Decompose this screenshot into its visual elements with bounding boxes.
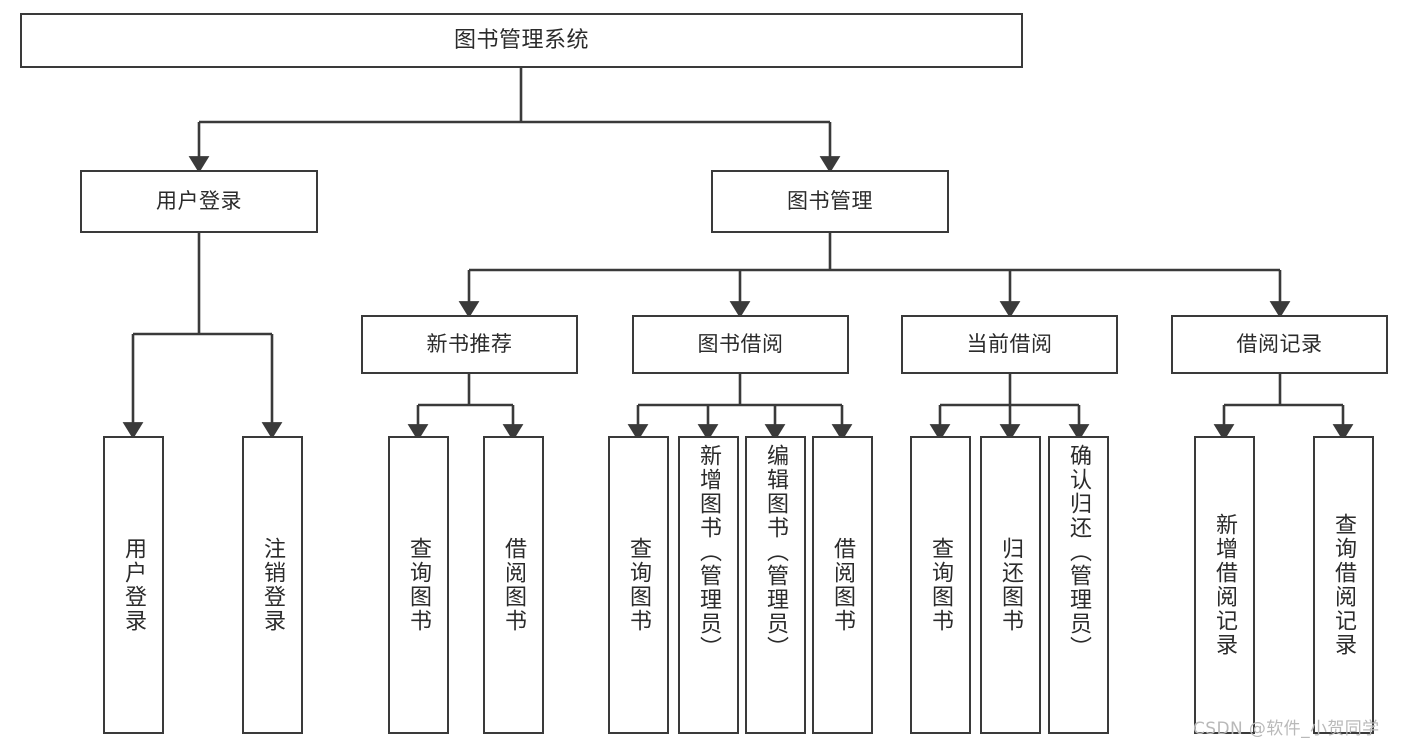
leaf-query-borrow-record-label: 查询借阅记录 bbox=[1331, 513, 1357, 657]
leaf-return-book-label: 归还图书 bbox=[998, 537, 1024, 633]
leaf-edit-book-admin[interactable]: 编辑图书（管理员） bbox=[745, 436, 806, 734]
leaf-confirm-return-admin-label: 确认归还（管理员） bbox=[1066, 444, 1092, 660]
leaf-query-book-current-label: 查询图书 bbox=[928, 537, 954, 633]
leaf-edit-book-admin-label: 编辑图书（管理员） bbox=[763, 444, 789, 660]
leaf-borrow-book-label: 借阅图书 bbox=[830, 537, 856, 633]
node-book-borrow-label: 图书借阅 bbox=[697, 332, 784, 357]
node-current-borrow-label: 当前借阅 bbox=[966, 332, 1053, 357]
node-root-label: 图书管理系统 bbox=[453, 27, 589, 53]
leaf-add-borrow-record-label: 新增借阅记录 bbox=[1212, 513, 1238, 657]
node-root[interactable]: 图书管理系统 bbox=[20, 13, 1023, 68]
leaf-confirm-return-admin[interactable]: 确认归还（管理员） bbox=[1048, 436, 1109, 734]
leaf-user-login-label: 用户登录 bbox=[121, 537, 147, 633]
node-borrow-record-label: 借阅记录 bbox=[1236, 332, 1323, 357]
node-book-manage-label: 图书管理 bbox=[787, 189, 873, 214]
node-borrow-record[interactable]: 借阅记录 bbox=[1171, 315, 1388, 374]
leaf-add-borrow-record[interactable]: 新增借阅记录 bbox=[1194, 436, 1255, 734]
leaf-query-book-borrow-label: 查询图书 bbox=[626, 537, 652, 633]
leaf-query-book-new[interactable]: 查询图书 bbox=[388, 436, 449, 734]
node-user-login-label: 用户登录 bbox=[156, 189, 242, 214]
node-current-borrow[interactable]: 当前借阅 bbox=[901, 315, 1118, 374]
leaf-borrow-book[interactable]: 借阅图书 bbox=[812, 436, 873, 734]
leaf-query-book-current[interactable]: 查询图书 bbox=[910, 436, 971, 734]
node-book-borrow[interactable]: 图书借阅 bbox=[632, 315, 849, 374]
node-book-manage[interactable]: 图书管理 bbox=[711, 170, 949, 233]
node-new-book-recommend[interactable]: 新书推荐 bbox=[361, 315, 578, 374]
leaf-query-borrow-record[interactable]: 查询借阅记录 bbox=[1313, 436, 1374, 734]
node-new-book-recommend-label: 新书推荐 bbox=[426, 332, 513, 357]
leaf-logout[interactable]: 注销登录 bbox=[242, 436, 303, 734]
leaf-return-book[interactable]: 归还图书 bbox=[980, 436, 1041, 734]
leaf-query-book-borrow[interactable]: 查询图书 bbox=[608, 436, 669, 734]
leaf-add-book-admin-label: 新增图书（管理员） bbox=[696, 444, 722, 660]
leaf-user-login[interactable]: 用户登录 bbox=[103, 436, 164, 734]
leaf-borrow-book-new-label: 借阅图书 bbox=[501, 537, 527, 633]
leaf-add-book-admin[interactable]: 新增图书（管理员） bbox=[678, 436, 739, 734]
leaf-borrow-book-new[interactable]: 借阅图书 bbox=[483, 436, 544, 734]
node-user-login[interactable]: 用户登录 bbox=[80, 170, 318, 233]
csdn-watermark: CSDN @软件_小贺同学 bbox=[1193, 719, 1380, 739]
leaf-query-book-new-label: 查询图书 bbox=[406, 537, 432, 633]
leaf-logout-label: 注销登录 bbox=[260, 537, 286, 633]
